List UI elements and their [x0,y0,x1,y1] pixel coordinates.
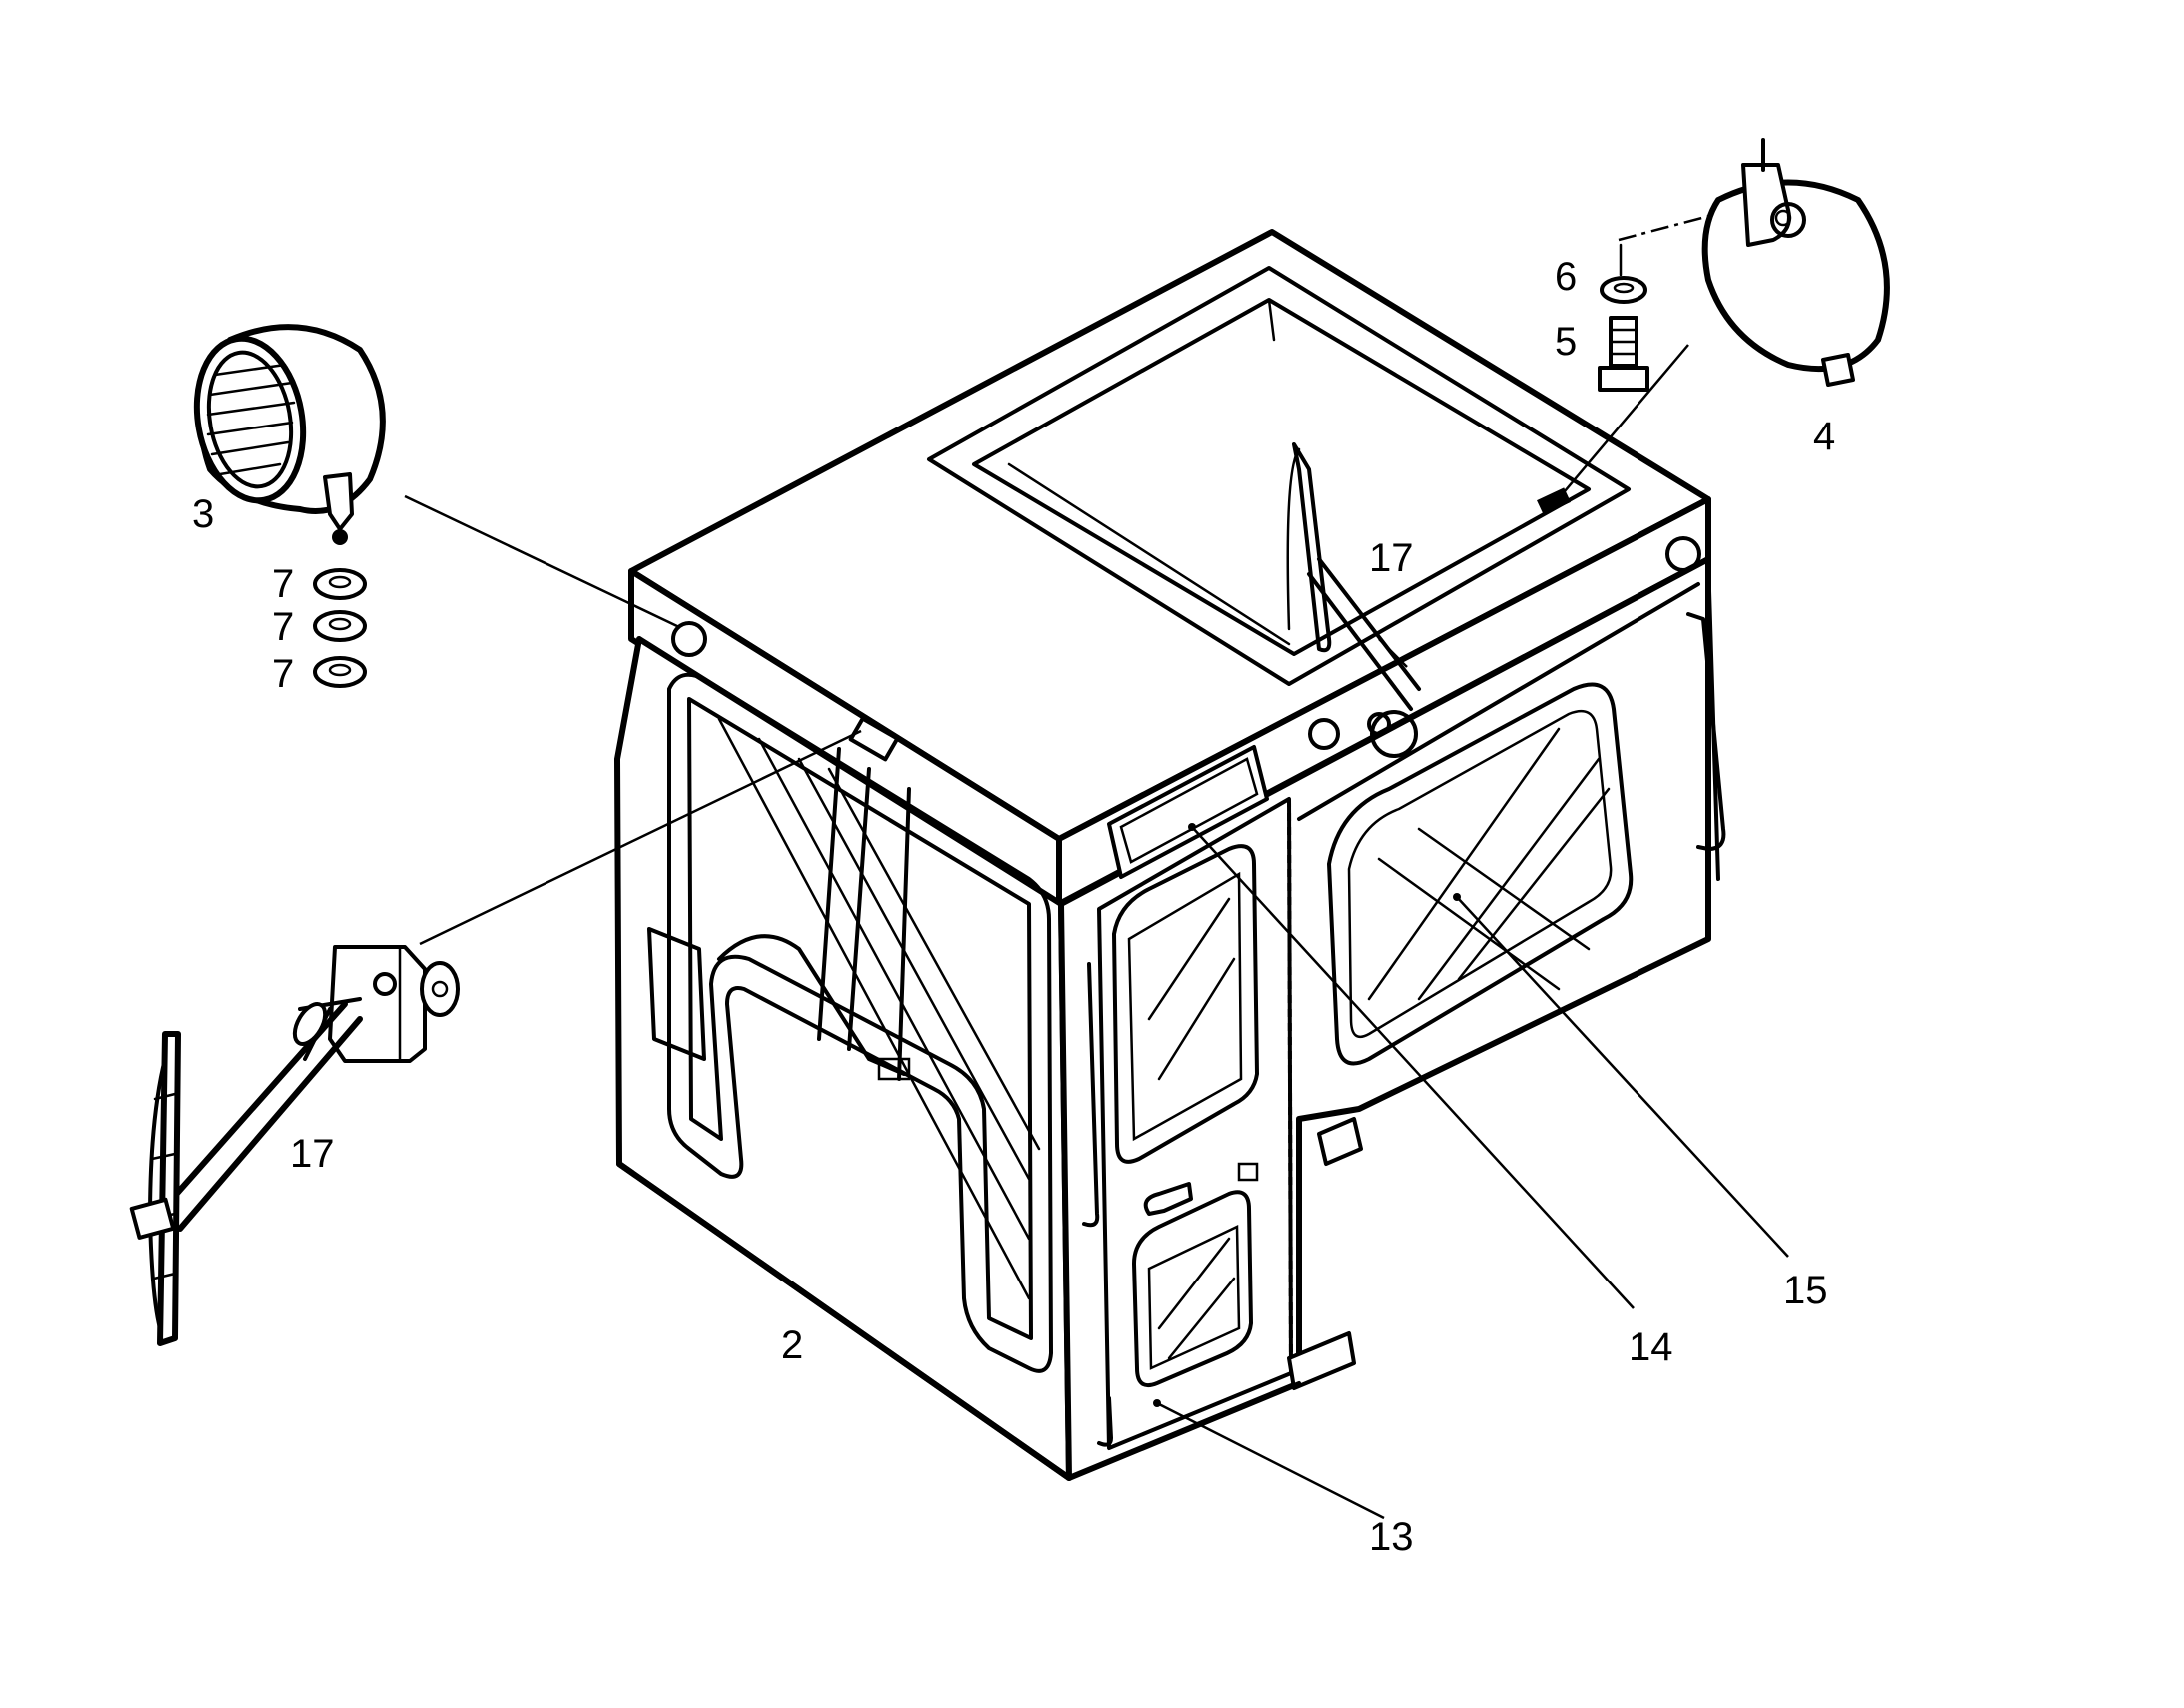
callout-13: 13 [1369,1515,1414,1559]
callout-5: 5 [1555,320,1577,364]
work-light-left [193,324,386,545]
door-window-lower [1132,1190,1253,1388]
door-window-upper [1112,844,1259,1164]
leader-13 [1156,1401,1385,1520]
leader-15 [1456,896,1789,1258]
callout-2: 2 [781,1323,803,1367]
leader-3 [404,494,680,629]
callout-7a: 7 [272,562,294,606]
roof-vent-grille [1107,745,1269,879]
callout-17-wiper: 17 [290,1132,335,1176]
callout-17-roof: 17 [1369,536,1414,580]
bolt-5 [1598,316,1649,392]
front-wiper-assembly [129,945,460,1346]
roof-hatch-inner [972,298,1591,656]
side-rear-window [1327,682,1634,1066]
door-handle [1143,1182,1193,1216]
front-window-frame [667,672,1053,1373]
callout-14: 14 [1629,1325,1673,1369]
roof-hatch-outer [927,266,1631,686]
callout-15: 15 [1783,1269,1828,1312]
leader-14 [1191,826,1635,1309]
leader-lines [404,344,1789,1520]
roof-wiper [1292,442,1332,653]
callout-4: 4 [1813,415,1835,458]
cab-assembly [614,229,1726,1481]
callout-7b: 7 [272,605,294,649]
washer-6 [1600,276,1647,304]
washer-stack [313,568,367,688]
callout-7c: 7 [272,652,294,696]
callout-6: 6 [1555,255,1577,299]
callout-3: 3 [192,492,214,536]
leader-17-wiper [419,729,862,946]
leader-17-roof [1378,638,1408,668]
callout-labels: 3 4 5 6 7 7 7 17 17 2 13 14 15 [192,255,1835,1559]
leader-4 [1553,344,1689,505]
work-light-right [1618,138,1890,387]
